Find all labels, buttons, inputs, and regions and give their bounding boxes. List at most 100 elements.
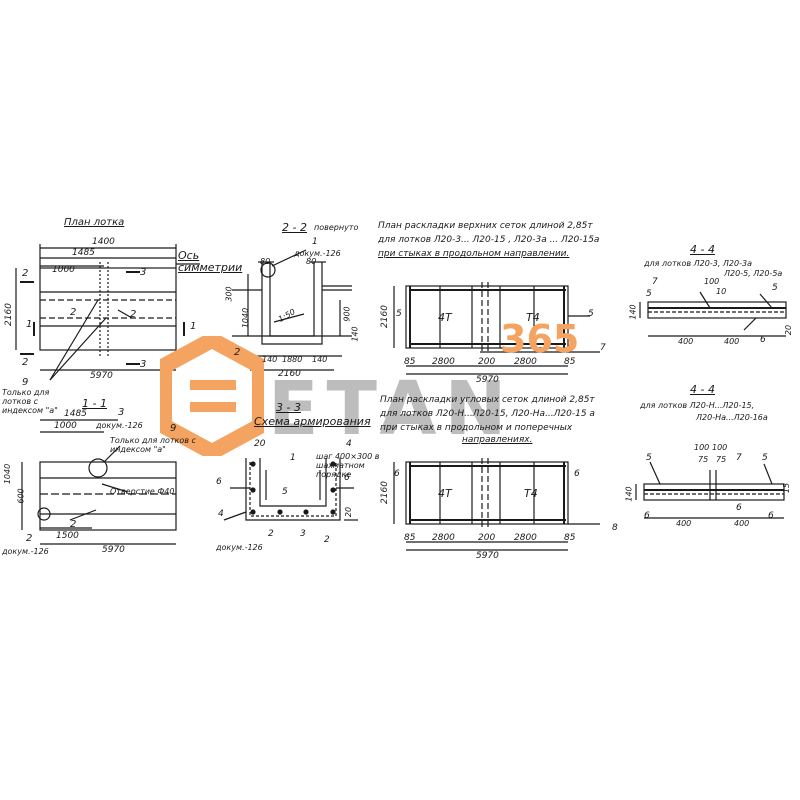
section-1-1-dim-600: 600 [16, 488, 26, 504]
section-4-4-top-dim-400a: 400 [678, 337, 694, 346]
section-3-3-pos-4b: 4 [218, 509, 224, 519]
plan-dim-2160: 2160 [3, 303, 14, 326]
section-3-3-pos-2a: 2 [268, 529, 274, 539]
plan-dim-1485: 1485 [72, 248, 95, 258]
section-3-3-pos-1: 1 [290, 453, 296, 463]
section-4-4-top-title: 4 - 4 [690, 243, 715, 256]
plan-axis-label: Ось симметрии [178, 249, 243, 274]
plan-mark-2a: 2 [22, 268, 29, 279]
layout-top-dim-2800b: 2800 [514, 357, 537, 367]
layout-bottom-title-4: направлениях. [462, 435, 533, 445]
section-2-2-dim-300: 300 [224, 286, 234, 302]
plan-title: План лотка [64, 217, 125, 228]
plan-pos-9: 9 [22, 377, 29, 388]
layout-top-label-right: Т4 [526, 311, 540, 324]
section-1-1-outline [21, 419, 177, 545]
layout-bottom-dim-2160: 2160 [379, 481, 390, 504]
section-4-4-top-dim-400b: 400 [724, 337, 740, 346]
section-4-4-bottom-dim-140: 140 [624, 486, 634, 502]
layout-top-title-2: для лотков Л20-3... Л20-15 , Л20-3а ... … [378, 235, 600, 245]
layout-bottom-pos-8: 8 [612, 523, 618, 533]
section-2-2-dim-80a: 80 [260, 257, 271, 266]
section-4-4-bottom-dim-100b: 100 [712, 443, 728, 452]
plan-dim-5970: 5970 [90, 371, 113, 381]
section-4-4-bottom-pos-5a: 5 [646, 453, 652, 463]
section-3-3-scheme: Схема армирования [254, 415, 371, 428]
layout-top-dim-2800a: 2800 [432, 357, 455, 367]
section-4-4-top-dim-10: 10 [716, 287, 727, 296]
section-1-1-hole: Отверстие Ф40 [110, 487, 175, 496]
layout-top-pos-7: 7 [600, 343, 606, 353]
layout-bottom-pos-6b: 6 [574, 469, 580, 479]
section-4-4-bottom-outline [635, 461, 785, 519]
layout-top-dim-200: 200 [478, 357, 496, 367]
section-1-1-dim-1485: 1485 [64, 409, 87, 419]
section-4-4-top-pos-5b: 5 [772, 283, 778, 293]
section-4-4-top-outline [639, 291, 787, 337]
section-1-1-doc2: докум.-126 [2, 547, 49, 556]
section-4-4-top-pos-5a: 5 [646, 289, 652, 299]
layout-bottom-pos-6a: 6 [394, 469, 400, 479]
layout-bottom-title-2: для лотков Л20-Н...Л20-15, Л20-На...Л20-… [380, 409, 595, 419]
section-2-2-outline [232, 249, 352, 371]
plan-dim-1400: 1400 [92, 237, 115, 247]
layout-top-dim-2160: 2160 [379, 305, 390, 328]
plan-mark-3b: 3 [140, 359, 147, 370]
layout-bottom-dim-85b: 85 [564, 533, 576, 543]
layout-top-outline [393, 282, 600, 375]
layout-top-dim-85b: 85 [564, 357, 576, 367]
plan-mark-1a: 1 [190, 321, 197, 332]
section-1-1-pos-3: 3 [118, 407, 125, 418]
section-4-4-bottom-sub-1: для лотков Л20-Н...Л20-15, [640, 401, 755, 410]
section-4-4-bottom-dim-15: 15 [782, 482, 792, 494]
section-3-3-doc: докум.-126 [216, 543, 263, 552]
section-4-4-bottom-title: 4 - 4 [690, 383, 715, 396]
section-3-3-title: 3 - 3 [276, 401, 301, 414]
layout-top-pos-5a: 5 [396, 309, 402, 319]
section-3-3-pos-6a: 6 [216, 477, 222, 487]
section-4-4-top-pos-7: 7 [652, 277, 658, 287]
section-3-3-pos-2b: 2 [324, 535, 330, 545]
section-2-2-dim-1040: 1040 [241, 307, 251, 329]
section-4-4-bottom-dim-400a: 400 [676, 519, 692, 528]
plan-outline [15, 244, 200, 381]
section-3-3-pos-3: 3 [300, 529, 306, 539]
section-4-4-bottom-pos-6a: 6 [644, 511, 650, 521]
section-4-4-bottom-dim-75a: 75 [698, 455, 709, 464]
layout-top-pos-5b: 5 [588, 309, 594, 319]
section-1-1-dim-5970: 5970 [102, 545, 125, 555]
section-4-4-bottom-dim-100a: 100 [694, 443, 710, 452]
section-2-2-subtitle: повернуто [314, 223, 359, 232]
section-4-4-top-sub-2: Л20-5, Л20-5а [724, 269, 783, 278]
layout-bottom-dim-2800a: 2800 [432, 533, 455, 543]
section-2-2-dim-900: 900 [342, 306, 352, 322]
plan-mark-1b: 1 [26, 319, 33, 330]
section-3-3-pos-5: 5 [282, 487, 288, 497]
layout-bottom-title-3: при стыках в продольном и поперечных [380, 423, 573, 433]
section-3-3-pos-20b: 20 [344, 506, 354, 518]
plan-mark-2d: 2 [70, 307, 77, 318]
section-3-3-note: шаг 400×300 в шахматном порядке [316, 452, 380, 479]
plan-note: Только для лотков с индексом "а" [2, 388, 58, 415]
section-4-4-top-sub-1: для лотков Л20-3, Л20-3а [644, 259, 752, 268]
plan-dim-1000: 1000 [52, 265, 75, 275]
section-1-1-note: Только для лотков с индексом "а" [110, 436, 196, 454]
plan-mark-2b: 2 [22, 357, 29, 368]
section-2-2-pos-2: 2 [234, 347, 241, 358]
section-2-2-doc: докум.-126 [294, 249, 341, 258]
section-4-4-bottom-sub-2: Л20-На...Л20-16а [696, 413, 768, 422]
section-4-4-bottom-pos-5b: 5 [762, 453, 768, 463]
layout-top-title-3: при стыках в продольном направлении. [378, 249, 570, 259]
layout-top-title-1: План раскладки верхних сеток длиной 2,85… [378, 221, 593, 231]
layout-top-dim-85a: 85 [404, 357, 416, 367]
section-4-4-top-dim-20: 20 [784, 324, 794, 336]
layout-top-dim-5970: 5970 [476, 375, 499, 385]
section-1-1-dim-1000: 1000 [54, 421, 77, 431]
layout-bottom-title-1: План раскладки угловых сеток длиной 2,85… [380, 395, 595, 405]
section-2-2-dim-80b: 80 [306, 257, 317, 266]
section-3-3-outline [223, 458, 358, 521]
section-1-1-dim-1500: 1500 [56, 531, 79, 541]
section-1-1-dim-1040: 1040 [3, 463, 13, 485]
section-2-2-dim-140a: 140 [262, 355, 278, 364]
section-4-4-bottom-pos-7: 7 [736, 453, 742, 463]
